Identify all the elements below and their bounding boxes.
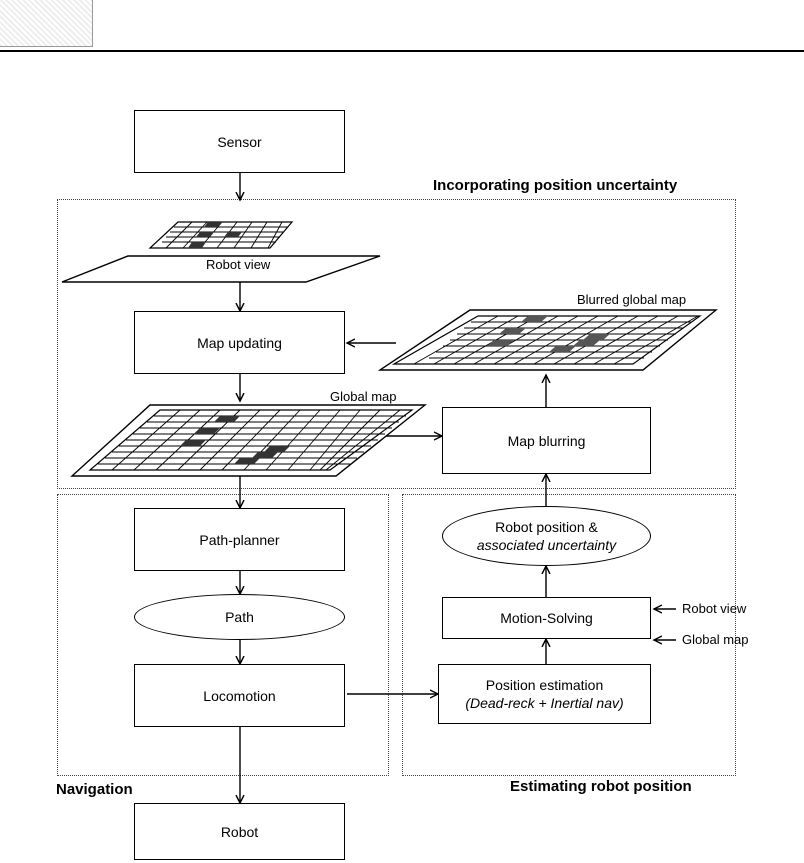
global-map-grid (70, 404, 427, 477)
locomotion-box-label: Locomotion (203, 687, 276, 704)
header-image-fragment (0, 0, 93, 47)
input-global-map-label: Global map (682, 632, 749, 647)
global-map-label: Global map (330, 389, 397, 404)
estimation-region (402, 494, 736, 776)
blurred-global-map-label: Blurred global map (577, 292, 687, 307)
position-estimation-line2: (Dead-reck + Inertial nav) (465, 695, 624, 711)
robot-box: Robot (134, 803, 345, 860)
navigation-region (57, 494, 389, 776)
position-estimation-line1: Position estimation (485, 677, 604, 693)
robot-position-line2: associated uncertainty (476, 537, 617, 553)
map-blurring-box-label: Map blurring (507, 432, 586, 449)
map-blurring-box: Map blurring (442, 407, 651, 474)
locomotion-box: Locomotion (134, 664, 345, 727)
sensor-box: Sensor (134, 110, 345, 173)
robot-box-label: Robot (220, 823, 259, 840)
path-planner-box: Path-planner (134, 508, 345, 571)
estimation-region-title: Estimating robot position (510, 778, 692, 795)
map-updating-box-label: Map updating (197, 334, 282, 351)
motion-solving-box-label: Motion-Solving (500, 610, 593, 626)
uncertainty-region-title: Incorporating position uncertainty (433, 177, 678, 194)
position-estimation-box: Position estimation (Dead-reck + Inertia… (438, 664, 651, 724)
blurred-global-map-grid (377, 309, 718, 371)
path-oval-label: Path (225, 609, 254, 625)
robot-position-line1: Robot position & (495, 519, 598, 535)
robot-view-map-label: Robot view (206, 257, 271, 272)
header-bar (0, 0, 804, 52)
robot-view-map-grid (61, 221, 381, 283)
map-updating-box: Map updating (134, 311, 345, 374)
sensor-box-label: Sensor (217, 133, 262, 150)
navigation-region-title: Navigation (56, 781, 133, 798)
uncertainty-region (57, 199, 736, 489)
robot-position-oval: Robot position & associated uncertainty (442, 506, 651, 566)
path-planner-box-label: Path-planner (199, 531, 280, 548)
path-oval: Path (134, 594, 345, 640)
input-robot-view-label: Robot view (682, 601, 747, 616)
motion-solving-box: Motion-Solving (442, 597, 651, 639)
